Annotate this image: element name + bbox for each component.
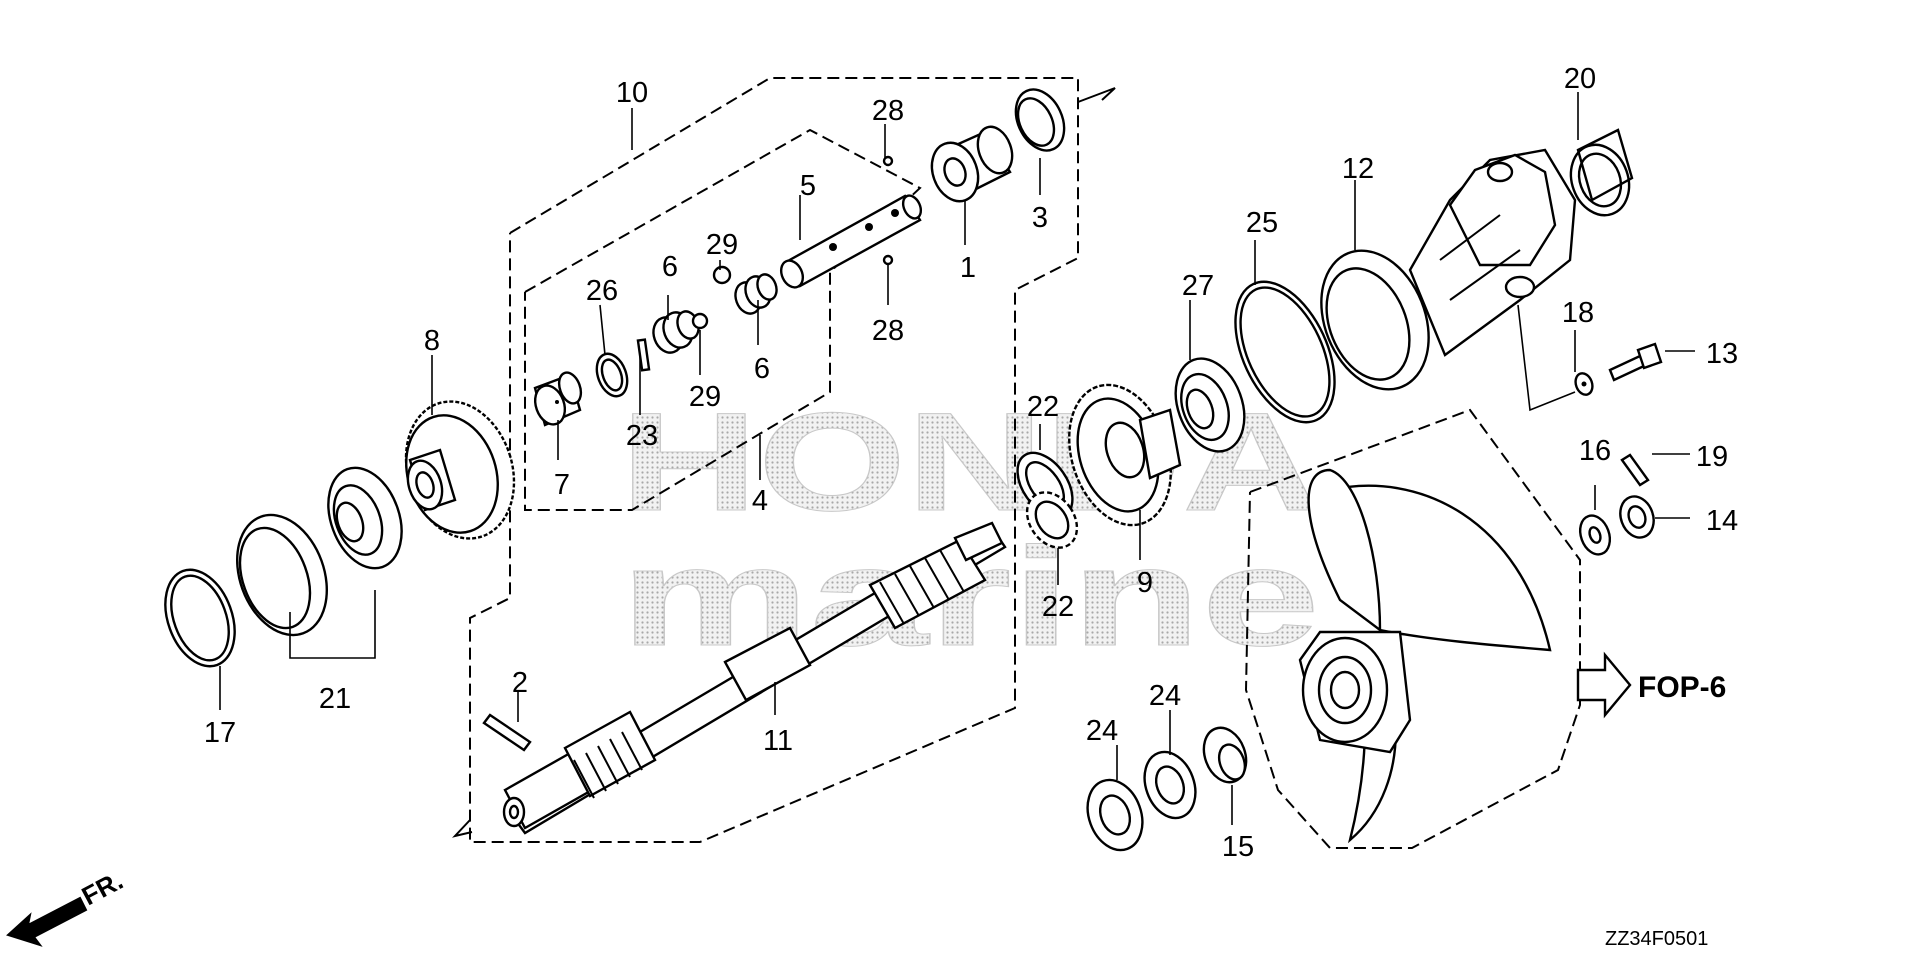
callout-2: 2	[512, 667, 528, 699]
propeller-shaft	[502, 521, 1007, 835]
callout-28b: 28	[872, 315, 904, 347]
washer-16	[1578, 514, 1612, 556]
callout-9: 9	[1137, 567, 1153, 599]
callout-10: 10	[616, 77, 648, 109]
clutch-shifter-1	[930, 125, 1014, 203]
needle-bearing-20	[1569, 128, 1634, 217]
o-ring-25	[1234, 280, 1336, 424]
callout-22a: 22	[1027, 391, 1059, 423]
callout-13: 13	[1706, 338, 1738, 370]
callout-29a: 29	[706, 229, 738, 261]
figure-code-label: ZZ34F0501	[1605, 928, 1708, 950]
callout-25: 25	[1246, 207, 1278, 239]
callout-29b: 29	[689, 381, 721, 413]
callouts: 1 2 3 4 5 6 6 7 8 9 10 11 12 13 14 15 16…	[204, 63, 1738, 863]
pin	[482, 713, 532, 752]
oil-seal-24a	[1086, 778, 1144, 852]
callout-24b: 24	[1149, 680, 1181, 712]
callout-23: 23	[626, 420, 658, 452]
callout-6a: 6	[662, 251, 678, 283]
callout-27: 27	[1182, 270, 1214, 302]
front-indicator: FR.	[6, 865, 128, 947]
fop-reference: FOP-6	[1576, 651, 1726, 719]
propeller-reference	[1298, 468, 1552, 844]
callout-16: 16	[1579, 435, 1611, 467]
ball-29a	[691, 312, 709, 330]
callout-7: 7	[554, 469, 570, 501]
leader-lines	[219, 92, 1695, 825]
callout-22b: 22	[1042, 591, 1074, 623]
shift-slider-5	[779, 194, 923, 289]
callout-12: 12	[1342, 153, 1374, 185]
bearing-race-21	[235, 513, 329, 637]
spring-6b	[734, 273, 778, 315]
castle-nut-14	[1619, 495, 1655, 539]
figure-code: ZZ34F0501	[1605, 928, 1708, 950]
kit-4-outline	[524, 128, 922, 511]
thrust-bush-3	[1014, 88, 1066, 152]
callout-1: 1	[960, 252, 976, 284]
oil-seal-24b	[1143, 750, 1197, 820]
callout-21: 21	[319, 683, 351, 715]
ball-bearing-27	[1174, 357, 1246, 453]
spring-6a	[652, 310, 700, 354]
spacer-15	[1202, 726, 1248, 784]
kit-10-outline	[469, 77, 1079, 843]
ball-28a	[882, 155, 894, 167]
cotter-pin-19	[1620, 453, 1650, 487]
callout-28a: 28	[872, 95, 904, 127]
o-ring-17	[164, 568, 236, 668]
shaft-holder-12	[1320, 148, 1577, 391]
callout-26: 26	[586, 275, 618, 307]
callout-5: 5	[800, 170, 816, 202]
callout-19: 19	[1696, 441, 1728, 473]
ball-29b	[712, 265, 732, 285]
callout-17: 17	[204, 717, 236, 749]
propeller-reference-outline	[1244, 408, 1581, 849]
circlip-26	[595, 352, 629, 398]
direction-arrows	[452, 87, 1116, 838]
washer-18	[1574, 372, 1594, 396]
ball-28b	[882, 254, 894, 266]
callout-20: 20	[1564, 63, 1596, 95]
callout-14: 14	[1706, 505, 1738, 537]
front-indicator-label: FR.	[77, 865, 128, 911]
reverse-gear-8	[404, 400, 516, 540]
callout-4: 4	[752, 485, 768, 517]
callout-11: 11	[763, 725, 793, 757]
thrust-bearing-22b	[1025, 491, 1079, 549]
forward-gear-9	[1068, 383, 1182, 527]
callout-8: 8	[424, 325, 440, 357]
fop-reference-label: FOP-6	[1638, 671, 1726, 704]
callout-24a: 24	[1086, 715, 1118, 747]
callout-3: 3	[1032, 202, 1048, 234]
bolt-13	[1608, 342, 1663, 382]
taper-roller-bearing-21	[327, 466, 403, 570]
shift-plunger-7	[533, 371, 583, 427]
callout-18: 18	[1562, 297, 1594, 329]
callout-6b: 6	[754, 353, 770, 385]
callout-15: 15	[1222, 831, 1254, 863]
